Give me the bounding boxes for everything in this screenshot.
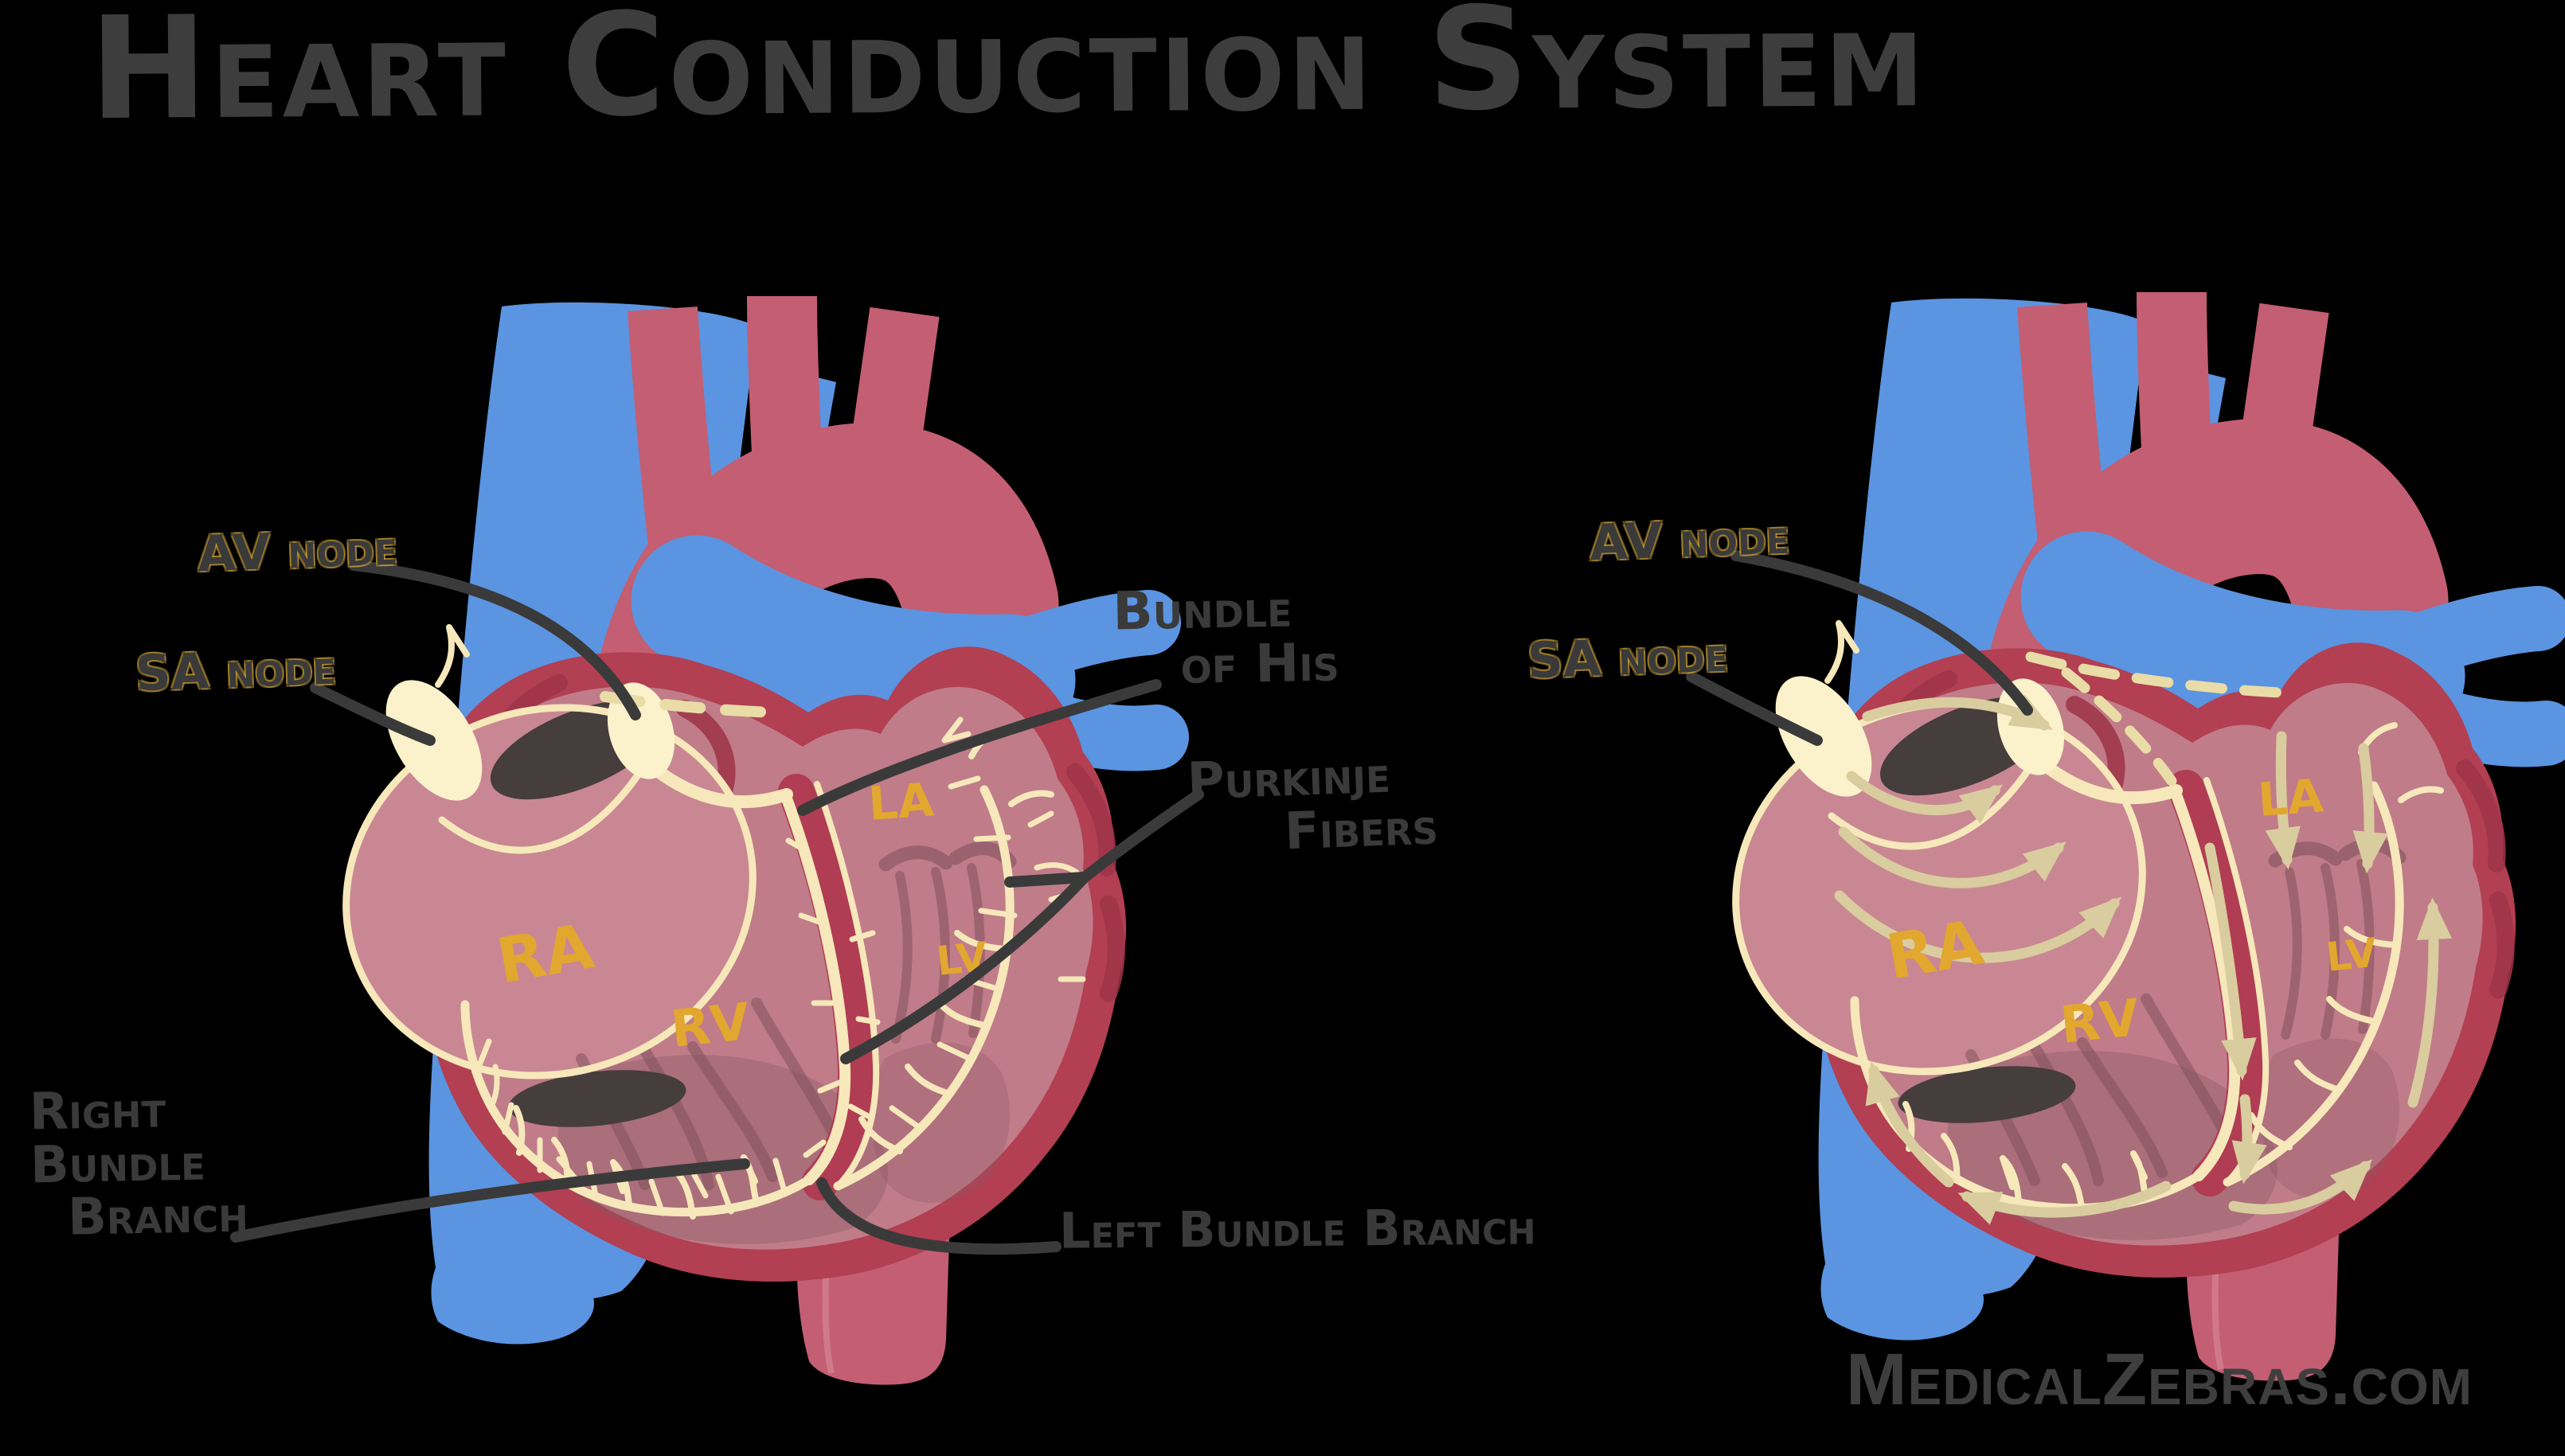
leader-av-node-left xyxy=(348,560,641,720)
flow-arrow xyxy=(2265,731,2301,870)
chamber-label-lv: LV xyxy=(2324,930,2379,981)
label-left-bundle-branch: Left Bundle Branch xyxy=(1058,1197,1536,1260)
leader-purkinje-b xyxy=(840,872,1090,1064)
leader-bundle-of-his xyxy=(797,679,1162,816)
label-av-node-left: AV node xyxy=(196,517,399,584)
flow-arrow xyxy=(2204,842,2257,1081)
flow-arrow xyxy=(1846,771,2004,824)
label-right-bundle-line3: Branch xyxy=(67,1185,249,1247)
flow-arrow xyxy=(2228,1159,2373,1215)
chamber-label-ra: RA xyxy=(492,911,599,998)
leader-lines xyxy=(230,550,2033,1255)
label-bundle-of-his: Bundle of His xyxy=(1112,577,1340,696)
label-purkinje-line2: Fibers xyxy=(1283,797,1439,861)
leader-sa-node-right xyxy=(1686,671,1823,746)
label-av-node-right: AV node xyxy=(1588,506,1791,572)
flow-arrow xyxy=(1957,1181,2172,1225)
conduction-flow-arrows xyxy=(1834,694,2453,1225)
label-right-bundle-branch: Right Bundle Branch xyxy=(29,1080,249,1247)
flow-arrow xyxy=(2352,743,2388,874)
flow-arrow xyxy=(1865,1060,1954,1188)
flow-arrow xyxy=(1862,694,2054,731)
leader-purkinje-stem xyxy=(1079,789,1204,883)
right-heart-chamber-labels: RA RV LA LV xyxy=(1882,768,2379,1055)
right-heart: RA RV LA LV xyxy=(1687,292,2546,1381)
watermark: MedicalZebras.com xyxy=(1846,1339,2473,1420)
leader-right-bundle xyxy=(230,1158,750,1243)
leader-sa-node-left xyxy=(310,682,436,746)
label-right-bundle-line1: Right xyxy=(29,1080,166,1142)
label-purkinje-fibers: Purkinje Fibers xyxy=(1187,746,1439,862)
dashed-internodal-path xyxy=(2025,651,2285,787)
chamber-label-ra: RA xyxy=(1882,907,1988,994)
page-title: Heart Conduction System xyxy=(88,0,1928,152)
chamber-label-rv: RV xyxy=(668,993,753,1060)
chamber-label-la: LA xyxy=(2256,768,2325,827)
flow-arrow xyxy=(1838,826,2066,888)
left-heart-chamber-labels: RA RV LA LV xyxy=(492,772,990,1059)
flow-arrow xyxy=(1834,890,2122,963)
leader-av-node-right xyxy=(1730,550,2033,716)
purkinje-fiber-fringe xyxy=(476,716,1086,1216)
flow-arrow xyxy=(2231,1094,2267,1185)
label-sa-node-left: SA node xyxy=(134,637,338,703)
chamber-label-rv: RV xyxy=(2058,989,2142,1056)
left-heart: RA RV LA LV xyxy=(298,296,1156,1385)
label-bundle-of-his-line2: of His xyxy=(1179,631,1340,696)
leader-left-bundle xyxy=(816,1177,1062,1255)
label-sa-node-right: SA node xyxy=(1526,624,1730,690)
label-right-bundle-line2: Bundle xyxy=(29,1133,206,1195)
label-bundle-of-his-line1: Bundle xyxy=(1112,577,1293,642)
flow-arrow xyxy=(2407,897,2453,1108)
